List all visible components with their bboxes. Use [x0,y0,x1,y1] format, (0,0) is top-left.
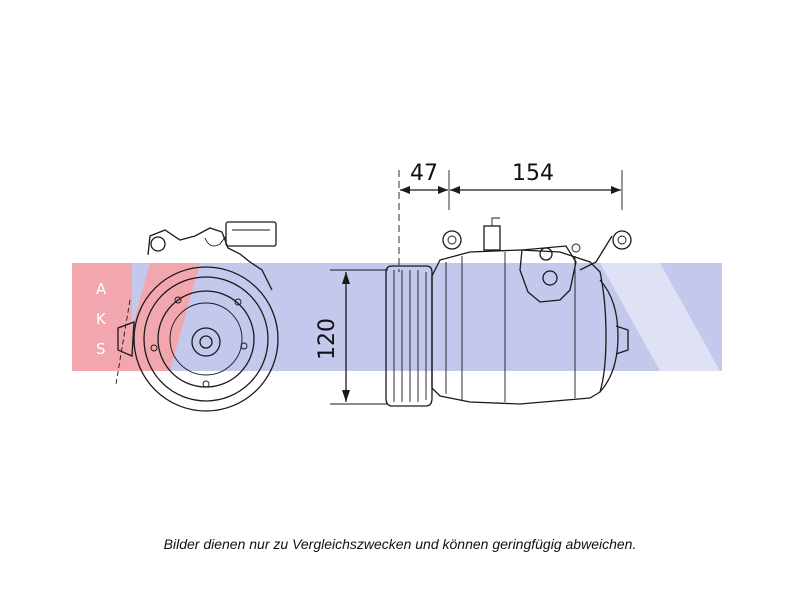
dim-front-value: 47 [410,161,438,186]
front-hub-core [199,335,213,349]
watermark-letter-k: K [96,310,107,328]
watermark-letter-s: S [96,340,106,358]
side-right-bracket [579,235,613,271]
side-top-connector [483,225,501,251]
front-bolt-4 [150,344,158,352]
watermark-letter-a: A [96,280,107,298]
dim-height-arrow-top [342,272,350,284]
front-bolt-5 [202,380,210,388]
dim-height-arrow-bottom [342,390,350,402]
front-side-port [117,321,135,357]
side-mount-eye-left-inner [447,235,457,245]
watermark-pink-block [72,263,132,371]
side-top-plug [491,217,500,226]
front-ring-4 [169,302,243,376]
dim-front-arrow-left [400,186,410,194]
valve-port-1 [539,247,553,261]
dim-height-value: 120 [315,318,340,360]
valve-block [519,245,577,303]
watermark-slant [120,263,200,371]
dim-body-arrow-right [611,186,621,194]
side-mount-eye-left [442,230,462,250]
rear-port [615,325,629,355]
front-mount-eye [150,236,166,252]
compressor-front-view [115,221,279,412]
side-body-outline [431,249,607,405]
valve-port-2 [542,270,558,286]
front-dashed-axis [115,299,131,385]
front-bolt-1 [174,296,182,304]
side-mount-eye-right-inner [617,235,627,245]
front-outer-ring [133,266,279,412]
front-ring-2 [143,276,269,402]
watermark-slant-2 [600,263,720,371]
dim-body-arrow-left [450,186,460,194]
front-top-bracket [147,227,273,291]
rear-cap [599,279,619,393]
valve-port-3 [571,243,581,253]
front-hub [191,327,221,357]
aks-watermark: A K S [72,263,722,371]
front-bolt-2 [234,298,242,306]
front-connector-plug [225,221,277,247]
front-wire [204,235,227,247]
dim-front-arrow-right [438,186,448,194]
disclaimer-caption: Bilder dienen nur zu Vergleichszwecken u… [163,536,637,552]
dimension-annotations: 47 154 120 [315,161,623,405]
side-mount-eye-right [612,230,632,250]
dim-body-value: 154 [512,161,554,186]
front-bolt-3 [240,342,248,350]
